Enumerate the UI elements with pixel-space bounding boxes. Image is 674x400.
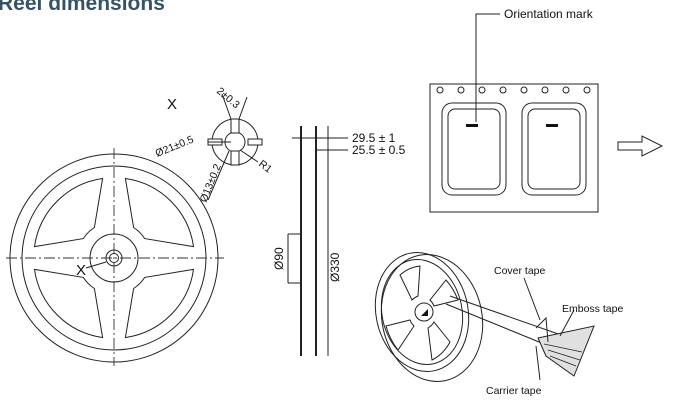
orientation-mark-2 bbox=[546, 124, 558, 127]
feed-direction-arrow bbox=[617, 135, 664, 157]
reel-diameter-dim: Ø330 bbox=[328, 252, 342, 282]
pocket-inner bbox=[447, 108, 501, 190]
reel-with-tape: Cover tape Emboss tape Carrier tape bbox=[374, 252, 623, 397]
section-title: Reel dimensions bbox=[0, 0, 165, 15]
pocket-outer bbox=[441, 102, 507, 196]
outer-width-dim: 29.5 ± 1 bbox=[352, 131, 396, 145]
reel-3d-inner-rim bbox=[380, 258, 464, 366]
radius-dim: R1 bbox=[256, 158, 274, 176]
slot-extension-left bbox=[221, 93, 232, 120]
orientation-leader bbox=[475, 13, 500, 122]
reel-3d-window bbox=[427, 321, 451, 361]
inner-width-dim: 25.5 ± 0.5 bbox=[352, 143, 406, 157]
detail-label: X bbox=[167, 96, 177, 113]
arbor-diameter-dim: Ø21±0.5 bbox=[154, 134, 196, 160]
tape-pocket-2 bbox=[521, 102, 587, 196]
emboss-tape-label: Emboss tape bbox=[562, 303, 623, 315]
sprocket-hole bbox=[478, 86, 486, 94]
reel-3d-hub bbox=[414, 302, 434, 322]
reel-window-top-left bbox=[33, 177, 104, 248]
carrier-tape-label: Carrier tape bbox=[486, 385, 542, 397]
cover-tape-leader bbox=[523, 277, 541, 321]
spindle-dim-leader bbox=[207, 150, 230, 201]
tape-pocket-1 bbox=[441, 102, 507, 196]
reel-3d-window bbox=[429, 279, 459, 307]
slot-extension-right bbox=[238, 96, 248, 120]
cover-tape-peel bbox=[535, 316, 549, 343]
reel-side-view: Ø90 Ø330 29.5 ± 1 25.5 ± 0.5 bbox=[272, 126, 406, 356]
reel-center-label: X bbox=[76, 262, 86, 279]
cover-tape-label: Cover tape bbox=[494, 265, 546, 277]
sprocket-hole bbox=[436, 86, 444, 94]
reel-center-leader bbox=[85, 261, 107, 269]
spindle-hole-dim: Ø13±0.2 bbox=[198, 162, 224, 204]
reel-window-bottom-right bbox=[124, 268, 195, 339]
hub-diameter-dim: Ø90 bbox=[272, 247, 286, 270]
orientation-mark-label: Orientation mark bbox=[504, 7, 594, 21]
sprocket-hole bbox=[583, 86, 591, 94]
detail-key-slot-top bbox=[230, 118, 240, 134]
sprocket-hole bbox=[541, 86, 549, 94]
sprocket-hole bbox=[457, 86, 465, 94]
reel-front-view: X bbox=[6, 148, 224, 366]
reel-window-top-right bbox=[124, 177, 195, 248]
reel-3d-back-flange bbox=[380, 254, 484, 382]
sprocket-hole bbox=[499, 86, 507, 94]
pocket-outer bbox=[521, 102, 587, 196]
reel-3d-window bbox=[399, 265, 421, 301]
emboss-tape-shape bbox=[537, 325, 595, 377]
sprocket-holes bbox=[436, 86, 591, 94]
carrier-tape-leader bbox=[535, 345, 541, 381]
slot-width-dim: 2±0.3 bbox=[214, 85, 242, 111]
emboss-tape-leader bbox=[559, 309, 575, 337]
pocket-inner bbox=[527, 108, 581, 190]
reel-3d-window bbox=[385, 319, 415, 351]
emboss-tape-hatching bbox=[543, 343, 583, 367]
tape-top-view: Orientation mark bbox=[429, 7, 664, 213]
hub-detail: X 2±0.3 Ø21±0.5 Ø13±0.2 R1 bbox=[154, 85, 275, 204]
sprocket-hole bbox=[562, 86, 570, 94]
tape-strip bbox=[445, 295, 565, 345]
sprocket-hole bbox=[520, 86, 528, 94]
reel-3d-center-mark bbox=[421, 309, 428, 316]
radius-leader bbox=[239, 149, 259, 163]
orientation-mark-1 bbox=[466, 124, 478, 127]
detail-key-slot-right bbox=[247, 138, 263, 146]
detail-key-slot-bottom bbox=[230, 150, 240, 166]
reel-window-bottom-left bbox=[33, 268, 104, 339]
